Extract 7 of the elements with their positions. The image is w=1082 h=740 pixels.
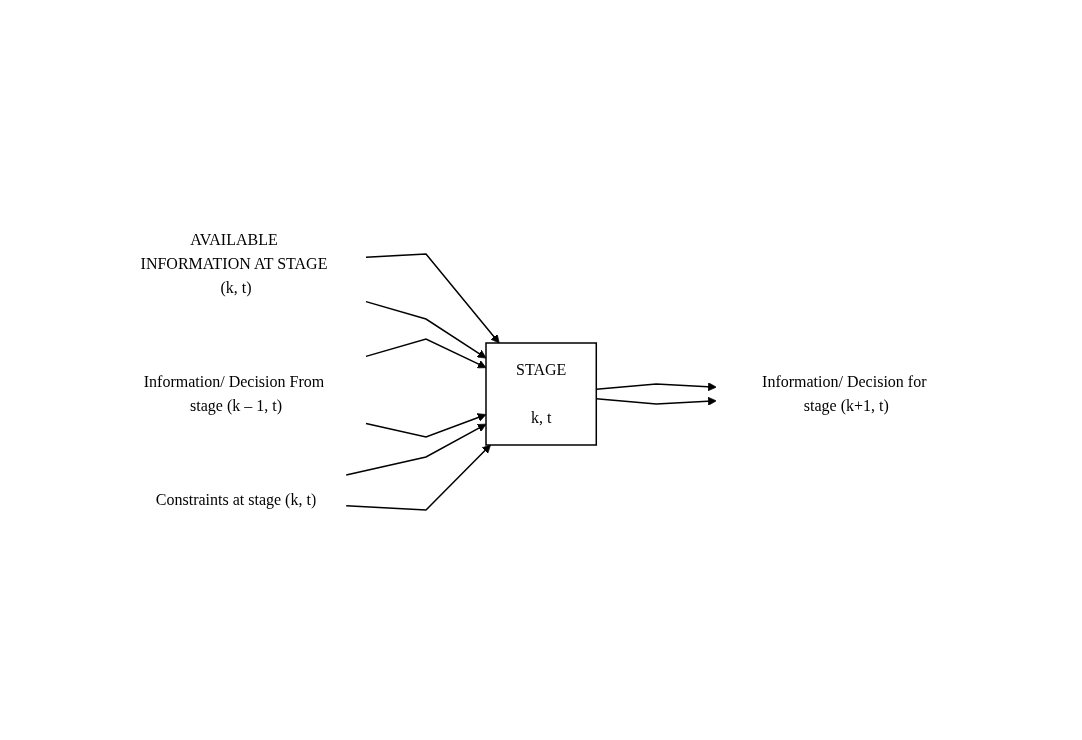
node-text: Information/ Decision From stage (k – 1, t) — [143, 373, 325, 414]
node-text: Information/ Decision for stage (k+1, t) — [761, 373, 927, 414]
arrow — [345, 444, 491, 511]
arrow — [365, 253, 500, 344]
node-box: STAGE k, t — [485, 342, 597, 446]
node-text: Constraints at stage (k, t) — [155, 491, 317, 508]
node-text: AVAILABLE INFORMATION AT STAGE (k, t) — [140, 231, 328, 296]
